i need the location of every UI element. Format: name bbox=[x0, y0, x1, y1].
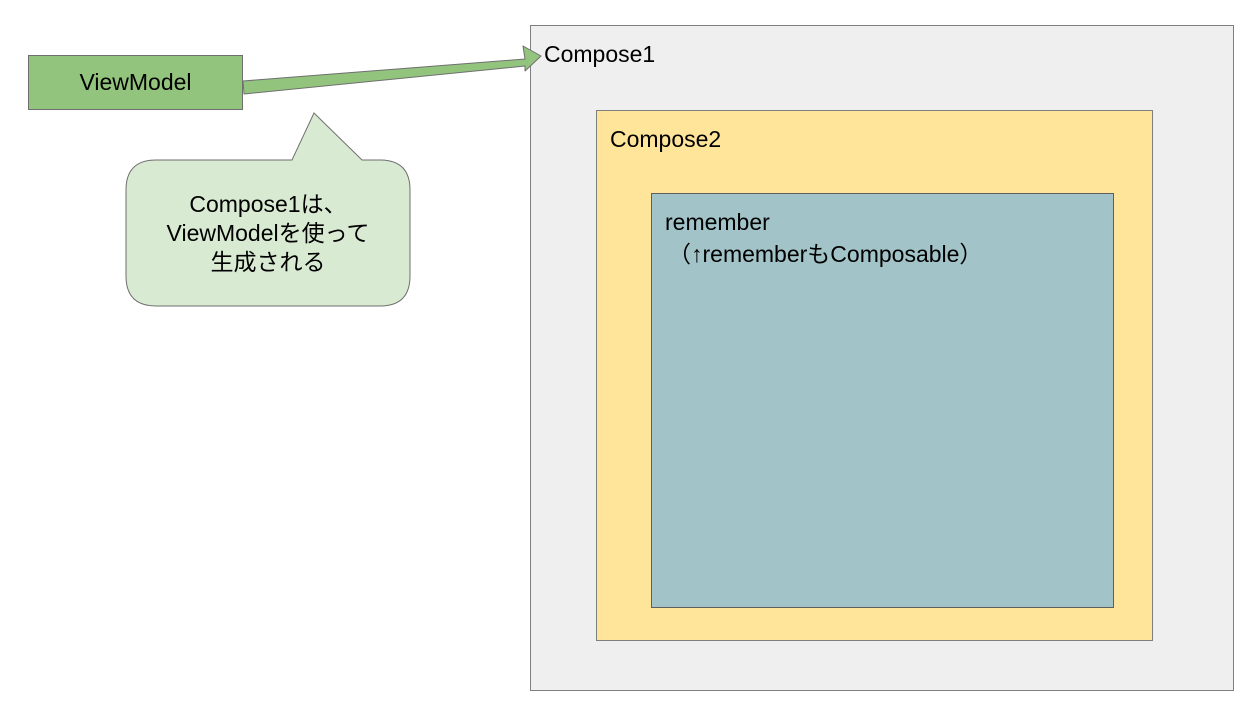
remember-label: remember bbox=[665, 209, 770, 235]
viewmodel-label: ViewModel bbox=[79, 69, 192, 95]
remember-note: （↑rememberもComposable） bbox=[668, 241, 983, 267]
viewmodel-box: ViewModel bbox=[28, 55, 243, 110]
compose2-label: Compose2 bbox=[610, 126, 722, 152]
callout-bubble bbox=[125, 112, 411, 307]
callout-line: Compose1は、 bbox=[189, 191, 347, 217]
viewmodel-to-compose1-arrow bbox=[242, 45, 542, 95]
compose1-label: Compose1 bbox=[544, 41, 656, 67]
callout-line: 生成される bbox=[210, 249, 326, 275]
callout-line: ViewModelを使って bbox=[166, 220, 370, 246]
remember-box bbox=[651, 193, 1114, 608]
callout-text: Compose1は、 ViewModelを使って 生成される bbox=[126, 190, 410, 277]
